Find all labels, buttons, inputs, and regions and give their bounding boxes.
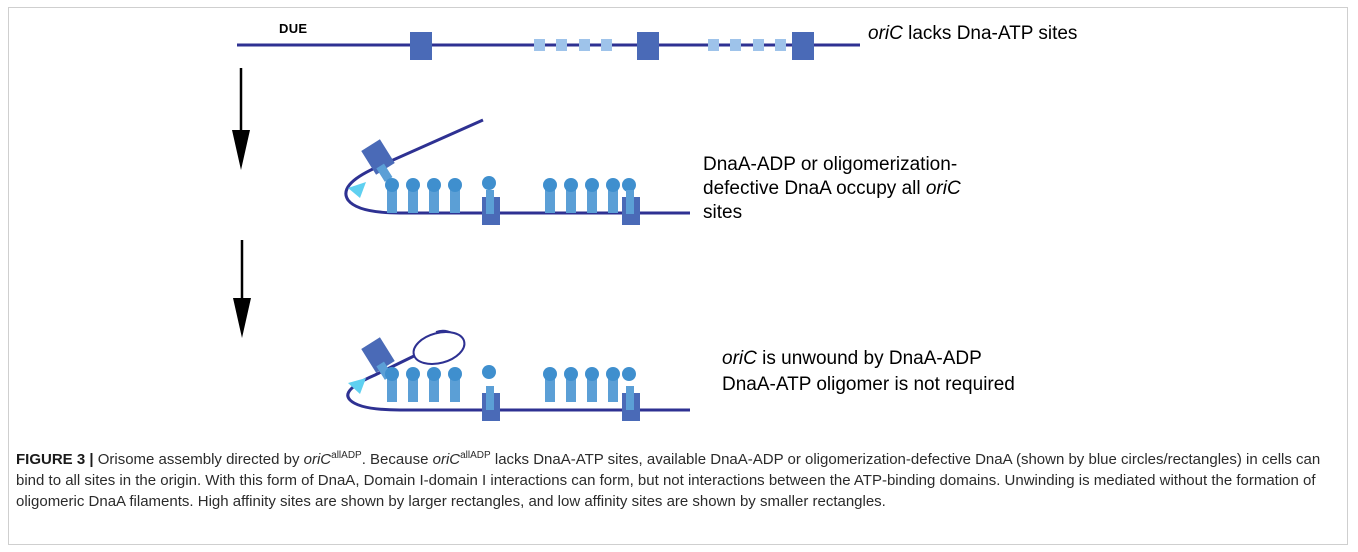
state3-line1: oriC is unwound by DnaA-ADP bbox=[722, 346, 1102, 372]
down-arrow-icon bbox=[232, 68, 250, 170]
state2-line2-text: defective DnaA occupy all bbox=[703, 178, 926, 199]
oric-linear-state bbox=[237, 32, 860, 60]
high-affinity-site bbox=[410, 32, 432, 60]
caption-text: lacks DnaA-ATP sites, available DnaA-ADP… bbox=[16, 451, 1321, 510]
figure-caption: FIGURE 3 | Orisome assembly directed by … bbox=[16, 449, 1342, 512]
state3-line1-text: is unwound by DnaA-ADP bbox=[756, 348, 982, 369]
oric-term: oriC bbox=[868, 23, 903, 44]
unwound-bubble bbox=[412, 331, 466, 365]
state2-line2: defective DnaA occupy all oriC bbox=[703, 177, 1033, 201]
oric-term: oriC bbox=[925, 178, 961, 199]
oric-occupied-state bbox=[344, 118, 690, 225]
caption-text: . Because bbox=[361, 451, 433, 468]
low-affinity-sites bbox=[534, 39, 786, 51]
state1-text: lacks Dna-ATP sites bbox=[902, 23, 1078, 44]
figure-label: FIGURE 3 | bbox=[16, 451, 94, 468]
state3-label: oriC is unwound by DnaA-ADP DnaA-ATP oli… bbox=[722, 346, 1102, 398]
oric-term: oriC bbox=[722, 348, 757, 369]
orisome-diagram bbox=[232, 32, 860, 421]
due-label: DUE bbox=[279, 21, 308, 36]
oric-superscript: allADP bbox=[460, 450, 491, 461]
figure-frame bbox=[8, 7, 1348, 545]
unwound-tip bbox=[348, 378, 366, 394]
dna-strand bbox=[344, 118, 690, 215]
down-arrow-icon bbox=[233, 240, 251, 338]
unwound-tip bbox=[348, 182, 366, 198]
state1-label: oriC lacks Dna-ATP sites bbox=[868, 23, 1077, 45]
oric-term: oriC bbox=[432, 451, 461, 468]
oric-superscript: allADP bbox=[331, 450, 362, 461]
oric-term: oriC bbox=[303, 451, 332, 468]
dnaa-domain bbox=[376, 163, 393, 182]
dnaa-domain bbox=[361, 139, 395, 175]
high-affinity-site bbox=[792, 32, 814, 60]
oric-unwound-state bbox=[346, 329, 690, 421]
high-affinity-site bbox=[637, 32, 659, 60]
dnaa-bound-molecules bbox=[385, 365, 640, 421]
state2-label: DnaA-ADP or oligomerization- defective D… bbox=[703, 153, 1033, 225]
caption-text: Orisome assembly directed by bbox=[93, 451, 304, 468]
dnaa-domain bbox=[361, 337, 395, 373]
state3-line2: DnaA-ATP oligomer is not required bbox=[722, 374, 1015, 395]
state2-line1: DnaA-ADP or oligomerization- bbox=[703, 154, 958, 175]
state2-line3: sites bbox=[703, 202, 743, 223]
dnaa-bound-molecules bbox=[385, 176, 640, 225]
